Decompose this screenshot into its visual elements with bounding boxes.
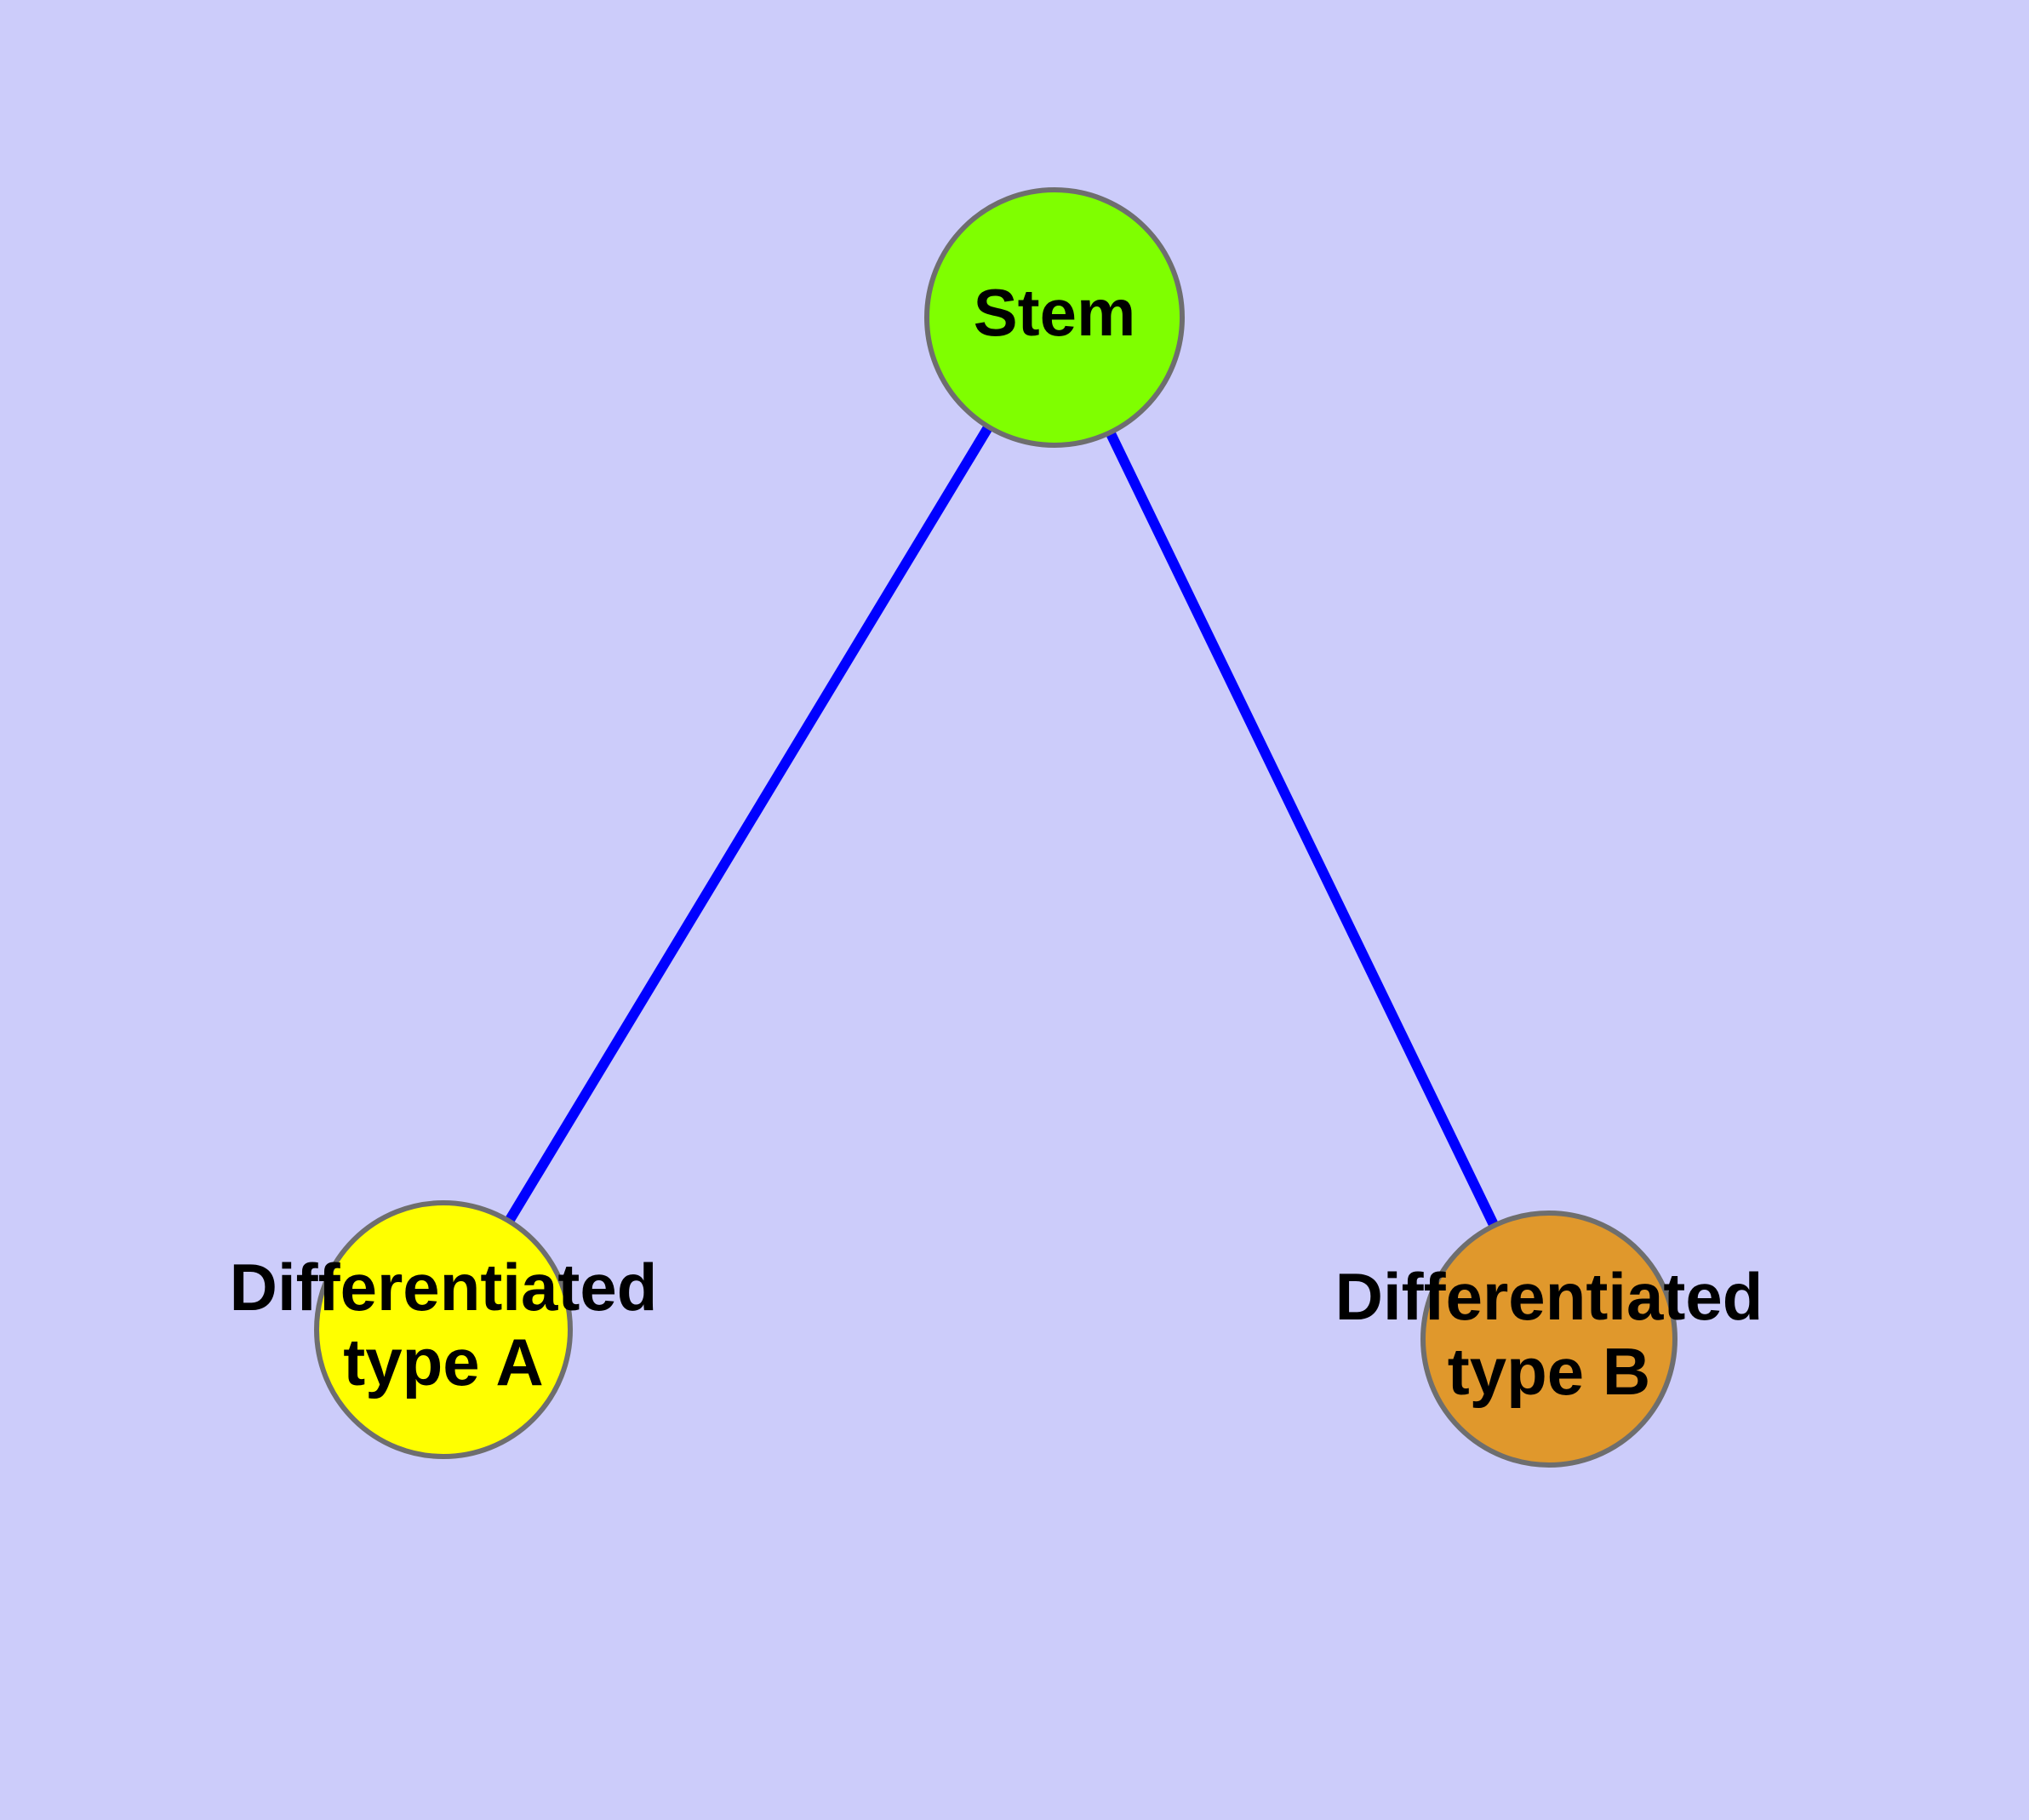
edge-stem-diff-b[interactable] — [1106, 431, 1499, 1228]
node-label-line: Stem — [974, 275, 1136, 350]
node-diff-b[interactable] — [1420, 1210, 1677, 1468]
node-label-line: type A — [343, 1325, 544, 1399]
edges-layer — [505, 425, 1499, 1228]
node-label-line: Differentiated — [1335, 1259, 1763, 1334]
edge-stem-diff-a[interactable] — [505, 425, 993, 1223]
node-label-line: type B — [1448, 1334, 1650, 1409]
node-label-stem: Stem — [974, 275, 1136, 350]
node-diff-a[interactable] — [314, 1200, 573, 1459]
node-stem[interactable] — [924, 187, 1185, 448]
nodes-layer — [314, 187, 1677, 1468]
node-label-line: Differentiated — [230, 1250, 658, 1325]
